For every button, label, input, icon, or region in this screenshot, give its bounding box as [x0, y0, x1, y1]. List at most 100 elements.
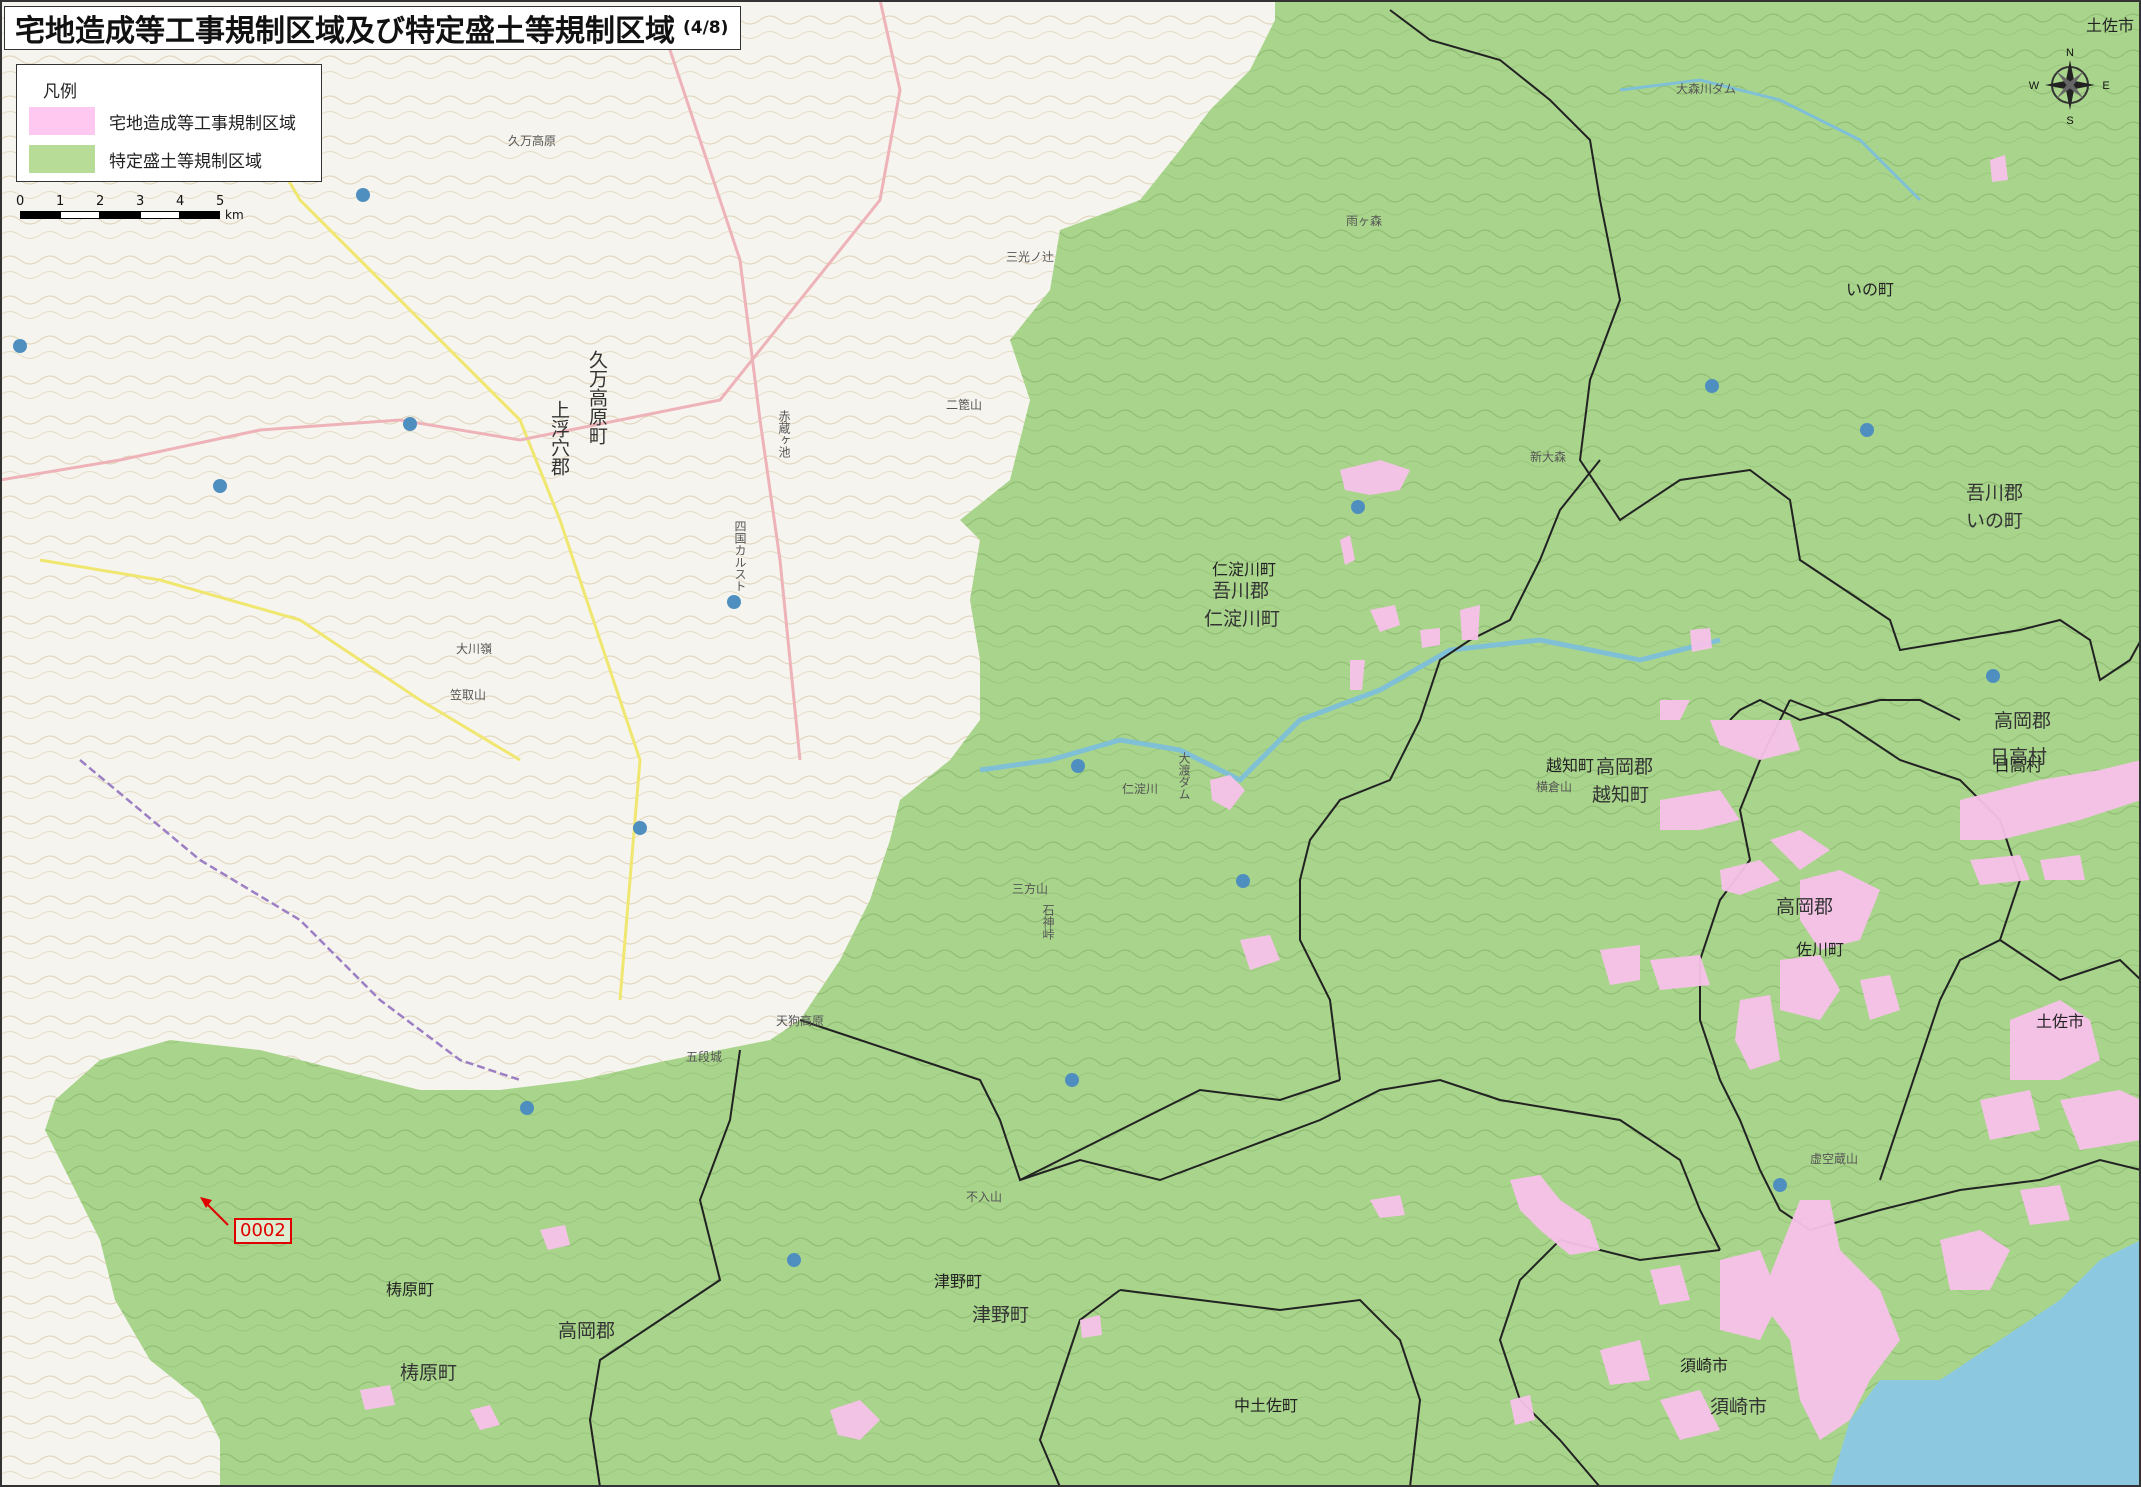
pink-zone	[830, 1400, 880, 1440]
area-code-label[interactable]: 0002	[234, 1218, 292, 1244]
compass-w: W	[2029, 80, 2040, 92]
river-niyodo	[979, 637, 1721, 784]
feature-label: 仁淀川	[1122, 782, 1159, 796]
feature-label: 石神峠	[1041, 904, 1055, 940]
map-title: 宅地造成等工事規制区域及び特定盛土等規制区域 (4/8)	[4, 6, 742, 50]
pink-zone	[1860, 975, 1900, 1020]
pink-zone	[1350, 660, 1365, 690]
legend-label: 宅地造成等工事規制区域	[109, 113, 296, 134]
road-purple	[79, 759, 521, 1082]
boundary-line	[1389, 9, 2141, 682]
feature-label: 大渡ダム	[1177, 752, 1191, 800]
pink-zone	[1650, 1265, 1690, 1305]
pink-zone	[1720, 860, 1780, 895]
pink-zone	[1720, 1250, 1780, 1340]
place-label: 高岡郡	[1596, 756, 1654, 778]
place-label: 土佐市	[2036, 1012, 2085, 1031]
road-yellow	[228, 79, 642, 1001]
place-label: 高岡郡	[1994, 710, 2052, 732]
pink-zone	[2010, 1000, 2100, 1080]
place-label: 梼原町	[400, 1362, 458, 1384]
pink-zone	[1650, 955, 1710, 990]
place-label: 日高村	[1990, 746, 2048, 768]
route-marker	[356, 188, 370, 202]
compass-rose-icon: N S E W	[2029, 47, 2110, 126]
legend-swatch-pink	[29, 107, 95, 135]
pink-zone	[1970, 855, 2030, 885]
scale-bar: 0 1 2 3 4 5 km	[16, 194, 258, 230]
scale-tick: 0	[16, 194, 25, 209]
pink-zone	[1690, 628, 1712, 652]
boundary-line	[1999, 939, 2141, 982]
scale-tick: 1	[56, 194, 65, 209]
place-label: 高岡郡	[558, 1320, 616, 1342]
feature-label: 三方山	[1012, 882, 1049, 896]
place-label: 仁淀川町	[1204, 608, 1281, 630]
pink-zone	[1510, 1395, 1535, 1425]
feature-label: 虚空蔵山	[1810, 1152, 1859, 1166]
place-label: 須崎市	[1710, 1396, 1768, 1418]
compass-s: S	[2066, 115, 2073, 126]
feature-label: 雨ヶ森	[1346, 214, 1383, 228]
route-marker	[1705, 379, 1719, 393]
pink-zone	[1710, 720, 1800, 760]
scale-segment	[100, 211, 140, 219]
route-marker	[1236, 874, 1250, 888]
pink-zone	[1510, 1175, 1600, 1255]
pink-zone	[1340, 535, 1355, 565]
pink-zone	[1370, 1195, 1405, 1218]
boundary-line	[1809, 1158, 2141, 1231]
route-markers	[13, 188, 2000, 1267]
scale-unit: km	[225, 208, 244, 222]
place-label: 久万高原町	[586, 350, 608, 445]
pink-zone	[1660, 790, 1740, 830]
place-label: 中土佐町	[1234, 1396, 1299, 1415]
place-label: 高岡郡	[1776, 896, 1834, 918]
scale-segment	[60, 211, 100, 219]
feature-label: 五段城	[686, 1050, 723, 1064]
feature-label: 大川嶺	[456, 642, 493, 656]
code-leader-arrow	[200, 1197, 212, 1208]
legend-item-fill: 特定盛土等規制区域	[29, 145, 262, 173]
boundary-line	[1498, 1238, 1721, 1487]
pink-zone	[1460, 605, 1480, 640]
place-label: 梼原町	[386, 1280, 435, 1299]
scale-segment	[180, 211, 220, 219]
route-marker	[1773, 1178, 1787, 1192]
scale-segment	[140, 211, 180, 219]
pink-zone	[1760, 1200, 1900, 1440]
route-marker	[1986, 669, 2000, 683]
scale-tick: 3	[136, 194, 145, 209]
river	[1619, 78, 1922, 202]
feature-label: 新大森	[1530, 450, 1567, 464]
feature-label: 笠取山	[450, 688, 487, 702]
boundary-line	[588, 1049, 741, 1487]
legend-heading: 凡例	[43, 82, 77, 102]
route-marker	[633, 821, 647, 835]
title-main: 宅地造成等工事規制区域及び特定盛土等規制区域	[15, 14, 675, 49]
place-label: 越知町	[1592, 784, 1650, 806]
road-yellow	[39, 558, 521, 762]
pink-zone	[1600, 1340, 1650, 1385]
feature-label: 久万高原	[508, 134, 557, 148]
scale-tick: 2	[96, 194, 105, 209]
bay	[2060, 1240, 2141, 1300]
pink-zone	[1660, 1390, 1720, 1440]
green-contours	[45, 0, 2141, 1487]
feature-label: 赤蔵ヶ池	[777, 410, 791, 458]
feature-label: 二箆山	[946, 398, 983, 412]
route-marker	[13, 339, 27, 353]
pink-zone	[1370, 605, 1400, 632]
pink-zone	[1940, 1230, 2010, 1290]
pink-zone	[1420, 628, 1440, 648]
route-marker	[1860, 423, 1874, 437]
pink-zone	[1340, 460, 1410, 495]
route-marker	[727, 595, 741, 609]
route-marker	[520, 1101, 534, 1115]
legend-item-residential: 宅地造成等工事規制区域	[29, 107, 296, 135]
boundary-line	[1299, 459, 1601, 1081]
title-page-number: (4/8)	[683, 18, 729, 38]
pink-zone	[2020, 1185, 2070, 1225]
